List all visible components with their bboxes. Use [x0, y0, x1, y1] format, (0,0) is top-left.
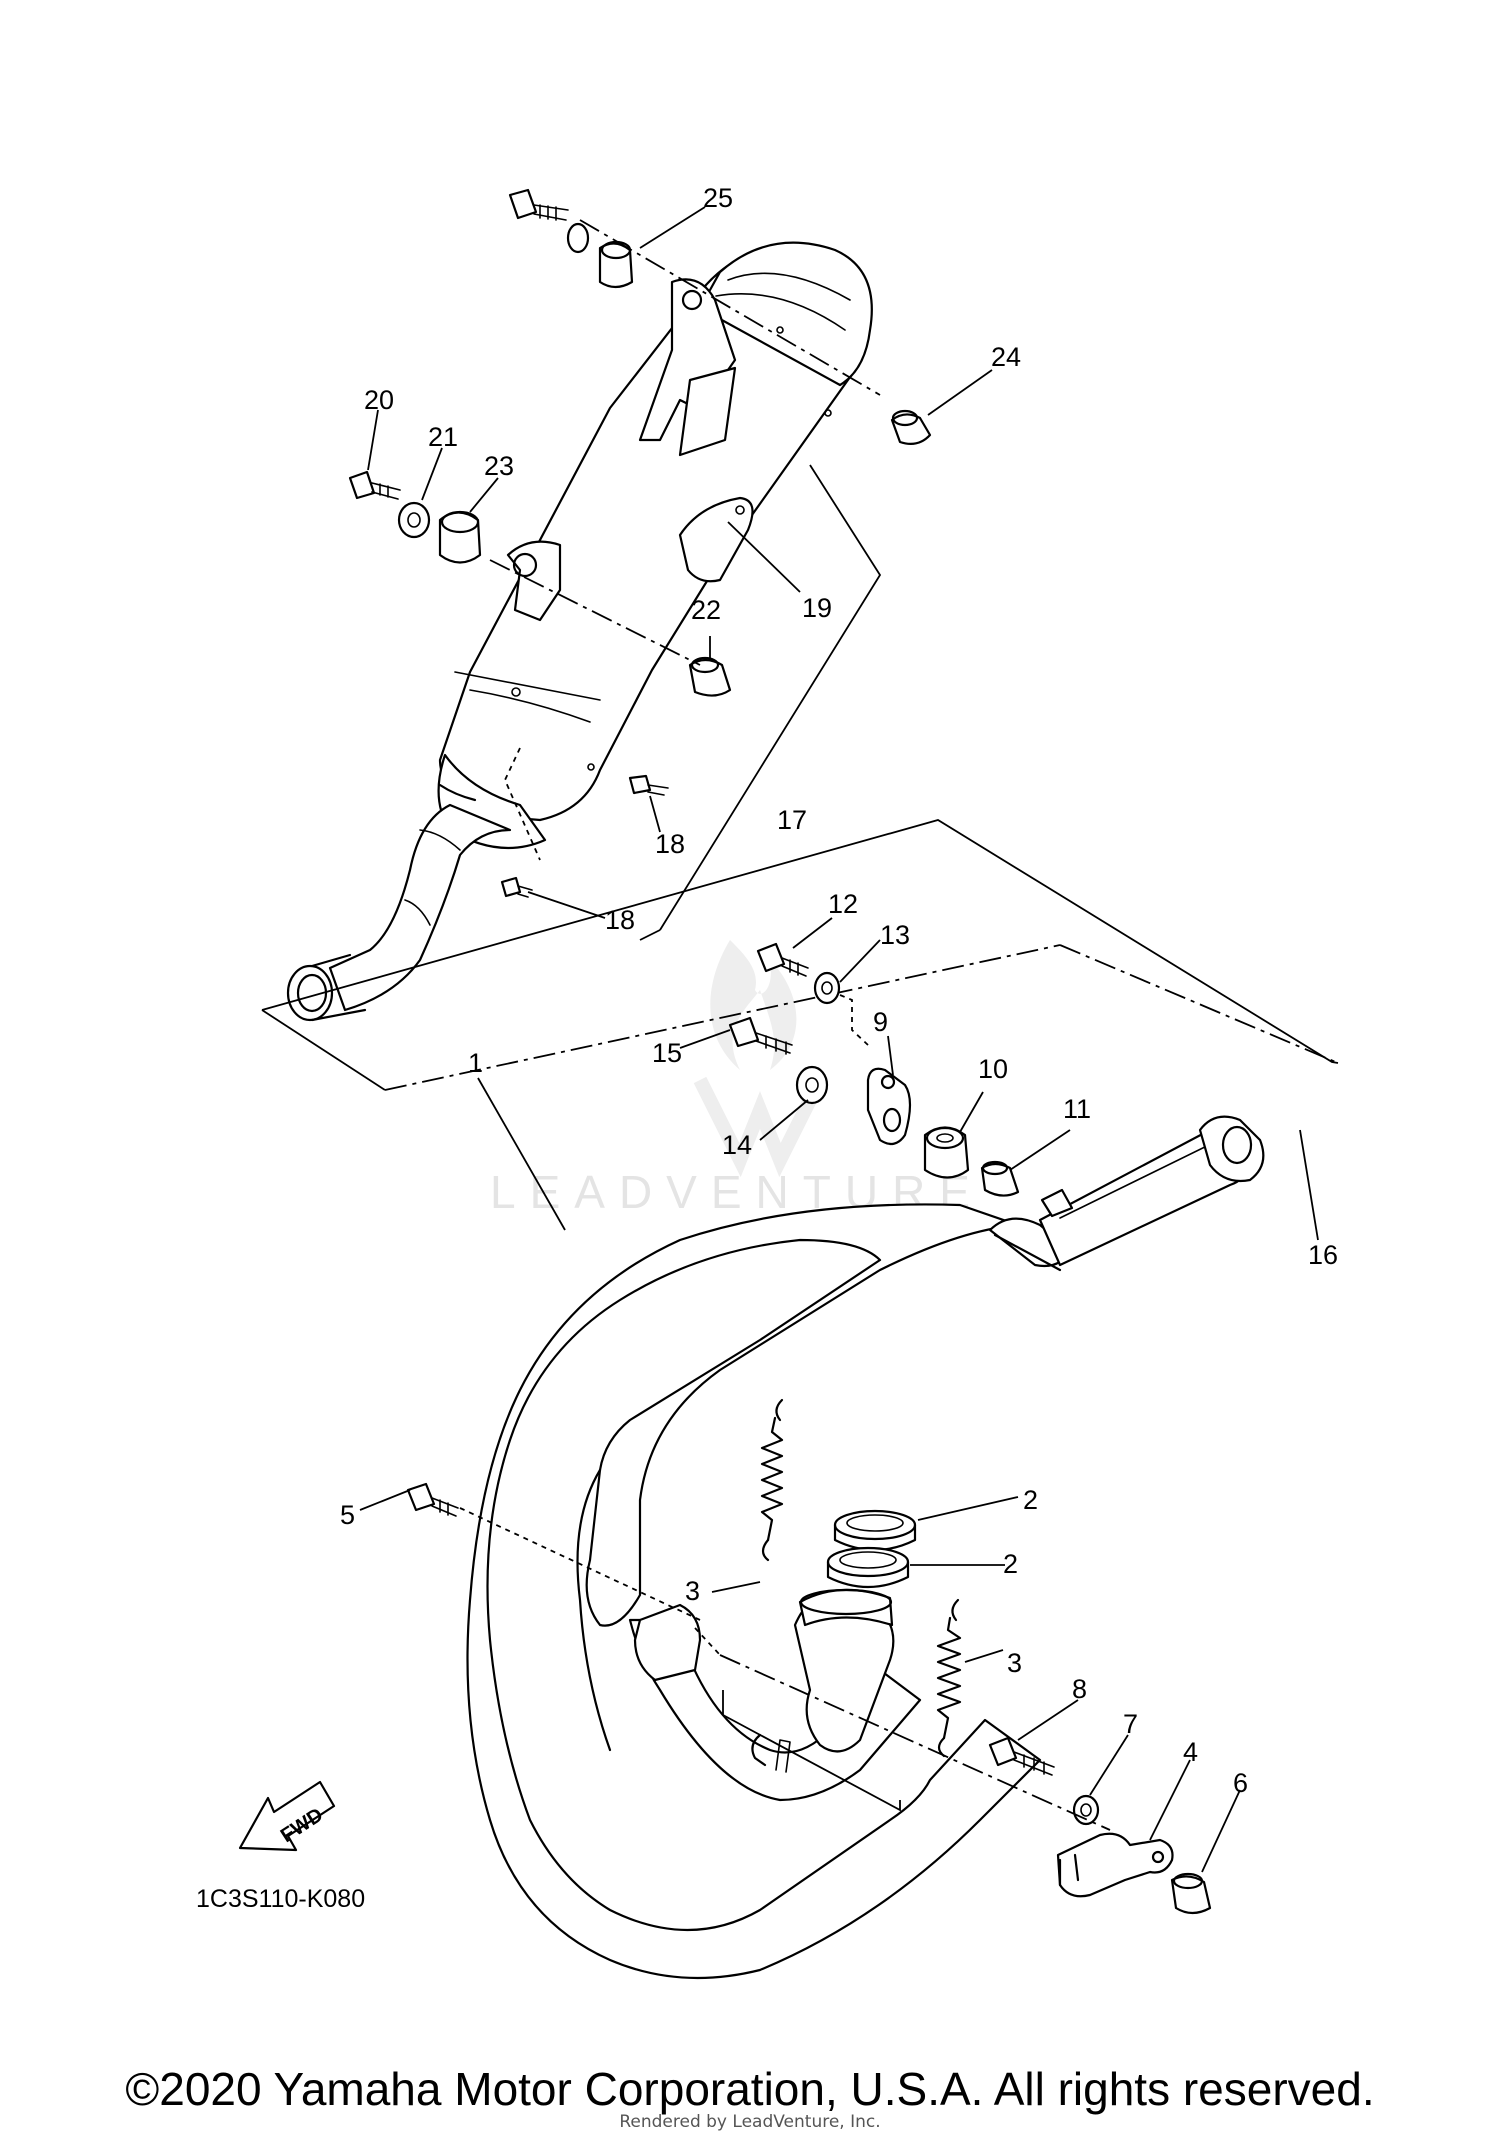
- rendered-by-note: Rendered by LeadVenture, Inc.: [619, 2112, 881, 2132]
- callout-11: 11: [1063, 1094, 1091, 1124]
- bracket-dashed-hint: [839, 994, 869, 1046]
- callout-4: 4: [1183, 1737, 1198, 1767]
- callout-13: 13: [880, 920, 910, 950]
- callout-6: 6: [1233, 1768, 1248, 1798]
- callout-19: 19: [802, 593, 832, 623]
- assembly-center-axis: [384, 944, 1061, 1091]
- lower-mount-axis: [489, 559, 701, 666]
- callout-9: 9: [873, 1007, 888, 1037]
- callout-12: 12: [828, 889, 858, 919]
- copyright-notice: ©2020 Yamaha Motor Corporation, U.S.A. A…: [125, 2063, 1375, 2115]
- mount-bracket-hardware: [728, 942, 1020, 1197]
- exhaust-header-pipe: [466, 1115, 1265, 1980]
- group-bracket-17: [659, 464, 882, 931]
- callout-3-upper: 3: [685, 1576, 700, 1606]
- callout-17: 17: [777, 805, 807, 835]
- callout-23: 23: [484, 451, 514, 481]
- callout-22: 22: [691, 595, 721, 625]
- upper-mount-axis: [579, 219, 881, 396]
- leader-lines: [359, 206, 1319, 1873]
- callout-5: 5: [340, 1500, 355, 1530]
- muffler: [286, 241, 873, 1022]
- lower-hardware: [406, 1398, 1212, 1915]
- callout-15: 15: [652, 1038, 682, 1068]
- callout-8: 8: [1072, 1674, 1087, 1704]
- callout-20: 20: [364, 385, 394, 415]
- group-bracket-17-tick: [639, 929, 661, 941]
- callout-3-lower: 3: [1007, 1648, 1022, 1678]
- callout-21: 21: [428, 422, 458, 452]
- bolt5-dashed-axis-2: [694, 1627, 721, 1656]
- muffler-hardware: [348, 188, 932, 898]
- bolt5-dashed-axis: [459, 1507, 701, 1621]
- spring-hook-line: [722, 1690, 901, 1812]
- callout-2-upper: 2: [1023, 1485, 1038, 1515]
- callout-labels: 25 24 20 21 23 22 19 17 18 18 12 13 9 15…: [340, 183, 1338, 1798]
- fwd-arrow-icon: FWD: [238, 1780, 336, 1852]
- callout-16: 16: [1308, 1240, 1338, 1270]
- part-code: 1C3S110-K080: [196, 1885, 365, 1913]
- callout-24: 24: [991, 342, 1021, 372]
- lower-bracket-axis: [719, 1654, 1111, 1831]
- callout-18-lower: 18: [605, 905, 635, 935]
- callout-1: 1: [468, 1048, 483, 1078]
- callout-7: 7: [1123, 1709, 1138, 1739]
- assembly-axis-right: [1059, 944, 1339, 1064]
- callout-18-upper: 18: [655, 829, 685, 859]
- assembly-outline-left: [261, 1009, 386, 1091]
- watermark: LEADVENTURE: [490, 940, 970, 1218]
- assembly-outline-top: [261, 819, 1339, 1064]
- muffler-dashed-hint: [504, 747, 541, 861]
- callout-2-lower: 2: [1003, 1549, 1018, 1579]
- callout-25: 25: [703, 183, 733, 213]
- callout-10: 10: [978, 1054, 1008, 1084]
- callout-14: 14: [722, 1130, 752, 1160]
